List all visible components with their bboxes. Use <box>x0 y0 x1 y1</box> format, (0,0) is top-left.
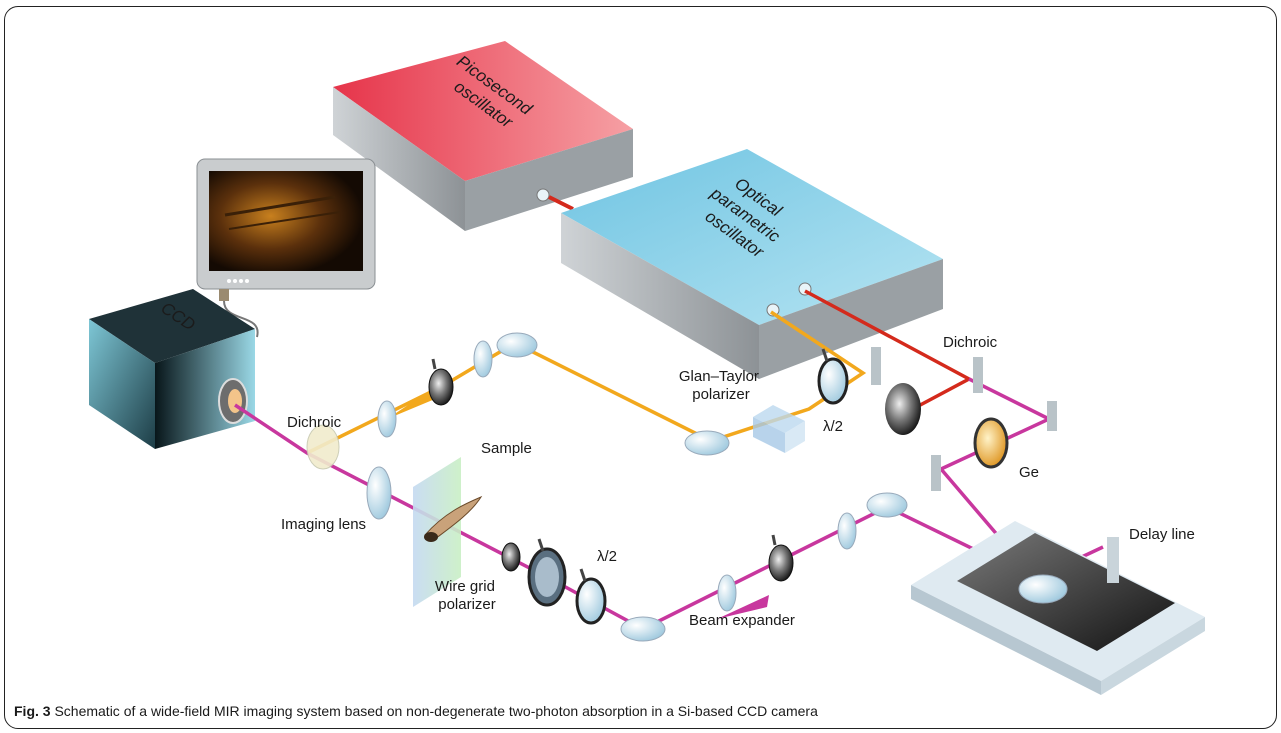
label-delay-line: Delay line <box>1129 526 1195 543</box>
optical-parametric-oscillator: Optical parametric oscillator <box>561 149 943 379</box>
mirror-left <box>931 455 941 491</box>
label-ge: Ge <box>1019 464 1039 481</box>
imaging-lens <box>366 466 392 520</box>
label-wire-grid-2: polarizer <box>438 596 496 613</box>
label-beam-expander: Beam expander <box>689 612 795 629</box>
mirror-right <box>1047 401 1057 431</box>
label-dichroic-left: Dichroic <box>287 414 342 431</box>
curved-mirror <box>885 383 921 435</box>
label-lambda-half-bottom: λ/2 <box>597 548 617 565</box>
caption-prefix: Fig. 3 <box>14 703 51 719</box>
lambda-half-top <box>817 348 849 405</box>
pico-to-opo-beam <box>548 195 574 211</box>
monitor <box>196 158 376 338</box>
ge-filter <box>973 417 1009 469</box>
lambda-half-bottom <box>575 568 607 625</box>
mir-pinhole <box>768 534 794 582</box>
ccd-camera: CCD <box>89 289 255 449</box>
mir-lens-2 <box>717 574 737 612</box>
mirror-pump-2 <box>496 332 538 358</box>
setup-diagram: Picosecond oscillator Optical parametric… <box>89 41 1205 695</box>
label-imaging-lens: Imaging lens <box>281 516 366 533</box>
wire-grid-aperture <box>501 542 521 572</box>
pump-beam-focus <box>387 387 435 419</box>
delay-line-stage <box>911 521 1205 695</box>
mirror-top-right <box>871 347 881 385</box>
figure-frame: Picosecond oscillator Optical parametric… <box>4 6 1277 729</box>
pump-pinhole <box>428 358 454 406</box>
caption-text: Schematic of a wide-field MIR imaging sy… <box>50 703 818 719</box>
label-glan-taylor-1: Glan–Taylor <box>679 368 759 385</box>
svg-text:Glan–Taylor polarizer: Glan–Taylor polarizer <box>679 368 763 403</box>
label-glan-taylor-2: polarizer <box>692 386 750 403</box>
figure-caption: Fig. 3 Schematic of a wide-field MIR ima… <box>14 703 818 719</box>
mirror-pump-1 <box>684 430 730 456</box>
label-wire-grid-1: Wire grid <box>435 578 495 595</box>
mirror-mir-1 <box>866 492 908 518</box>
dichroic-left-element <box>306 424 340 470</box>
label-dichroic-top: Dichroic <box>943 334 998 351</box>
glan-taylor-cube <box>753 405 805 453</box>
picosecond-oscillator: Picosecond oscillator <box>333 41 633 231</box>
mir-beam-focus <box>717 595 769 619</box>
wire-grid-polarizer <box>527 538 567 607</box>
sample <box>413 457 483 607</box>
label-lambda-half-top: λ/2 <box>823 418 843 435</box>
monitor-cable <box>223 300 259 338</box>
label-sample: Sample <box>481 440 532 457</box>
svg-text:Wire grid polarizer: Wire grid polarizer <box>435 578 499 613</box>
pump-lens-2 <box>377 400 397 438</box>
dichroic-top-element <box>973 357 983 393</box>
pump-lens-1 <box>473 340 493 378</box>
mirror-mir-2 <box>620 616 666 642</box>
mir-lens-1 <box>837 512 857 550</box>
